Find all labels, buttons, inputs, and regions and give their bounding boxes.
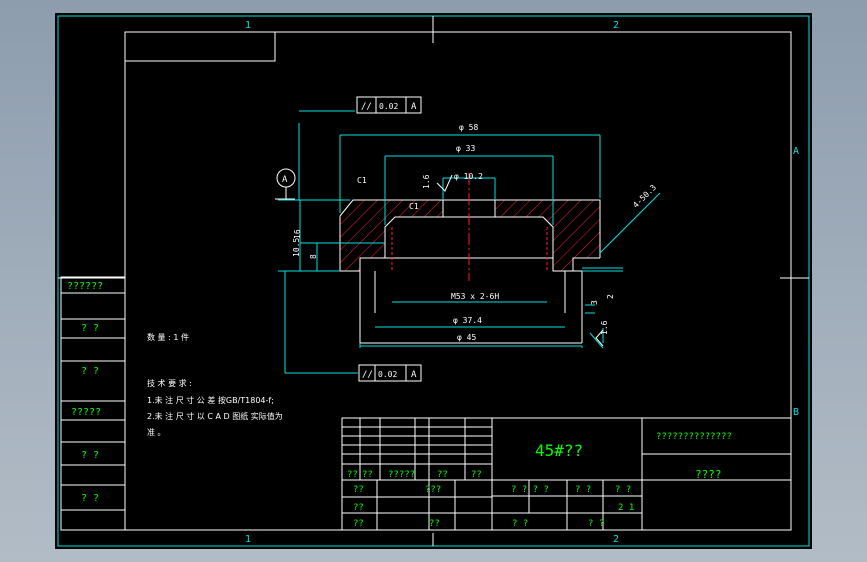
svg-text:A: A	[411, 370, 417, 380]
drawing-sheet: 1 2 1 2 A B ?????? ? ? ? ? ????? ? ? ? ?	[55, 13, 812, 549]
left-label-4: ? ?	[81, 450, 99, 461]
svg-text:0.02: 0.02	[379, 102, 398, 111]
dim-inner-top: φ 33	[456, 144, 475, 153]
tb-stage: ? ? ? ?	[511, 485, 549, 495]
roughness-symbol-right	[595, 329, 604, 347]
dim-height-total: 16	[293, 229, 302, 239]
tb-row-label-3: ??	[437, 470, 448, 480]
tb-weight: ? ?	[575, 485, 591, 495]
tb-scale: ? ?	[615, 485, 631, 495]
svg-text://: //	[362, 370, 373, 380]
dim-groove-w: 3	[590, 300, 599, 305]
title-block	[341, 417, 792, 531]
technical-drawing: 1 2 1 2 A B ?????? ? ? ? ? ????? ? ? ? ?	[57, 15, 810, 547]
tolerance-frame-bottom: // 0.02 A	[358, 364, 422, 382]
dim-bottom-outer: φ 45	[457, 333, 476, 342]
left-label-3: ?????	[71, 407, 101, 418]
note-tech-title: 技 术 要 求 :	[147, 378, 192, 388]
tb-sign-2: ???	[425, 485, 441, 495]
note-line-3: 准 。	[147, 427, 166, 437]
note-quantity: 数 量 : 1 件	[147, 332, 189, 342]
tb-sheet-a: ? ?	[512, 519, 528, 529]
dim-chamfer-inner: C1	[409, 202, 419, 211]
code-box	[124, 31, 276, 62]
section-hatch	[340, 200, 600, 271]
tb-material: 45#??	[535, 441, 583, 460]
tb-row-label-2: ?????	[388, 470, 415, 480]
dim-bottom-inner: φ 37.4	[453, 316, 482, 325]
dimension-lines	[278, 110, 661, 374]
tb-sign-1: ??	[353, 485, 364, 495]
note-line-2: 2.未 注 尺 寸 以 C A D 图纸 实际值为	[147, 411, 283, 421]
inner-frame	[124, 31, 792, 531]
svg-text:0.02: 0.02	[378, 370, 397, 379]
tb-company: ??????????????	[656, 432, 732, 442]
outer-frame	[57, 15, 810, 547]
left-label-2: ? ?	[81, 366, 99, 377]
tb-row-label-4: ??	[471, 470, 482, 480]
datum-label: A	[282, 175, 288, 185]
dim-outer-top: φ 58	[459, 123, 478, 132]
tb-scale-value: 2 1	[618, 503, 634, 513]
left-label-5: ? ?	[81, 493, 99, 504]
dim-height-low: 8	[309, 254, 318, 259]
zone-top-2: 2	[613, 20, 619, 31]
roughness-right: 1.6	[600, 320, 609, 335]
zone-top-1: 1	[245, 20, 251, 31]
left-column-table	[60, 276, 126, 531]
left-label-1: ? ?	[81, 323, 99, 334]
svg-text://: //	[361, 102, 372, 112]
part-outline	[339, 199, 601, 344]
dim-angle: 4-50.3	[631, 183, 658, 210]
zone-bottom-2: 2	[613, 534, 619, 545]
tb-sheet-b: ? ?	[588, 519, 604, 529]
roughness-top: 1.6	[422, 174, 431, 189]
zone-bottom-1: 1	[245, 534, 251, 545]
tolerance-frame-top: // 0.02 A	[356, 96, 422, 114]
dim-height-mid: 10.5	[292, 238, 301, 257]
roughness-symbol-top	[436, 174, 453, 192]
tb-sign-4: ??	[353, 519, 364, 529]
dim-chamfer-left: C1	[357, 176, 367, 185]
left-label-0: ??????	[67, 281, 103, 292]
zone-right-a: A	[793, 146, 799, 157]
tb-sign-5: ??	[429, 519, 440, 529]
tb-sign-3: ??	[353, 503, 364, 513]
zone-right-b: B	[793, 407, 799, 418]
tb-row-label-1: ??	[362, 470, 373, 480]
dim-thread: M53 x 2-6H	[451, 292, 499, 301]
dim-groove: 2	[606, 294, 615, 299]
dim-hole: φ 10.2	[454, 172, 483, 181]
tb-row-label-0: ??	[347, 470, 358, 480]
tb-drawing-name: ????	[695, 468, 722, 481]
note-line-1: 1.未 注 尺 寸 公 差 按GB/T1804-f;	[147, 395, 274, 405]
svg-text:A: A	[411, 102, 417, 112]
